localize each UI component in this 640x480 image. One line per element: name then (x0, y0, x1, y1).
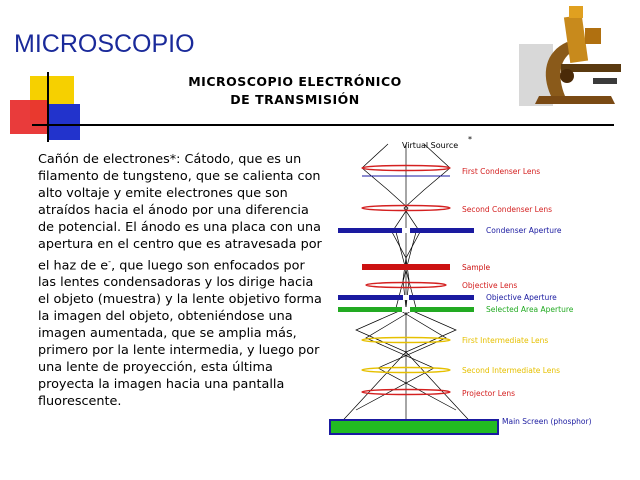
subtitle-line-2: DE TRANSMISIÓN (230, 92, 360, 107)
description-text: Cañón de electrones*: Cátodo, que es un … (38, 151, 323, 410)
virtual-source-asterisk: * (468, 135, 472, 144)
label-condenser-aperture: Condenser Aperture (486, 226, 562, 235)
label-first-condenser: First Condenser Lens (462, 167, 540, 176)
sample (362, 264, 450, 270)
microscope-icon (519, 6, 621, 106)
vertical-divider (47, 72, 49, 142)
description-superscript: - (108, 257, 112, 266)
label-projector: Projector Lens (462, 389, 515, 398)
label-main-screen: Main Screen (phosphor) (502, 417, 592, 426)
main-screen (329, 419, 499, 435)
subtitle-line-1: MICROSCOPIO ELECTRÓNICO (188, 74, 402, 89)
label-objective-aperture: Objective Aperture (486, 293, 557, 302)
label-virtual-source: Virtual Source (402, 141, 458, 150)
label-sample: Sample (462, 263, 491, 272)
second-condenser-lens (361, 204, 451, 212)
projector-lens (361, 388, 451, 396)
tem-diagram: First Condenser Lens Second Condenser Le… (329, 135, 592, 435)
slide-subtitle: MICROSCOPIO ELECTRÓNICO DE TRANSMISIÓN (150, 73, 440, 109)
label-second-condenser: Second Condenser Lens (462, 205, 552, 214)
second-intermediate-lens (361, 366, 451, 374)
label-first-intermediate: First Intermediate Lens (462, 336, 548, 345)
label-selected-area-aperture: Selected Area Aperture (486, 305, 574, 314)
label-objective-lens: Objective Lens (462, 281, 517, 290)
first-condenser-lens (361, 164, 451, 177)
slide-title: MICROSCOPIO (14, 30, 195, 58)
label-second-intermediate: Second Intermediate Lens (462, 366, 560, 375)
objective-lens (365, 281, 447, 289)
first-intermediate-lens (361, 336, 451, 344)
description-part-2: , que luego son enfocados por las lentes… (38, 258, 322, 410)
description-part-1: Cañón de electrones*: Cátodo, que es un … (38, 152, 322, 274)
header-divider (32, 124, 614, 126)
